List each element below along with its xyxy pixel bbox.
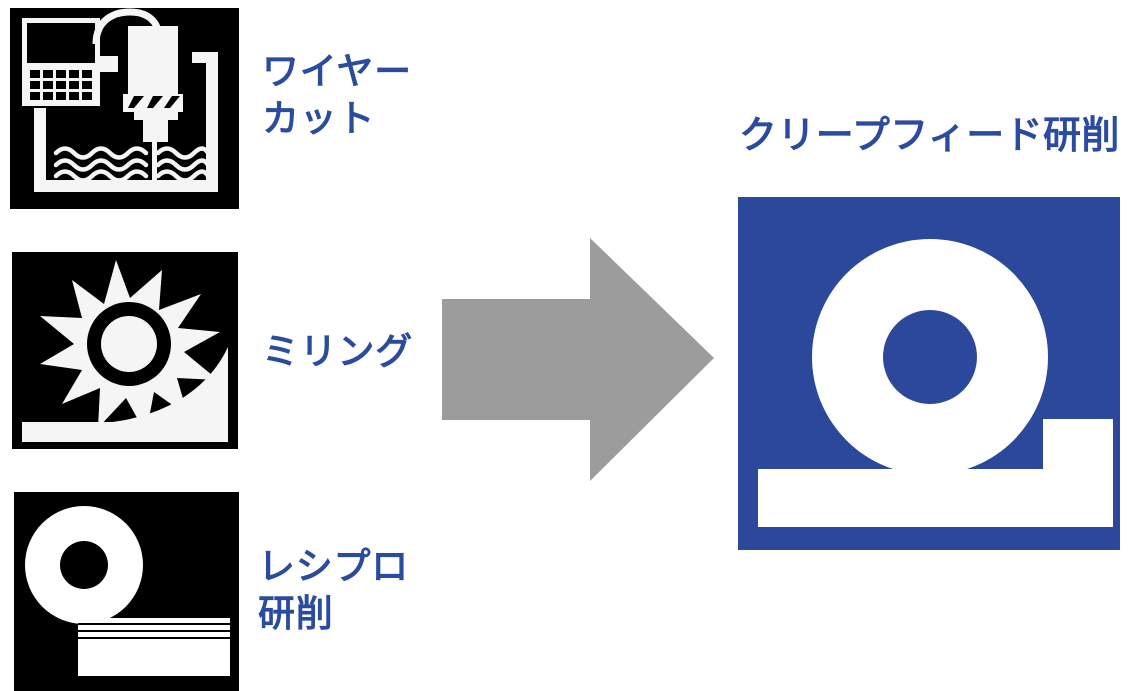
milling-label: ミリング xyxy=(262,330,413,373)
creep-feed-grinding-icon xyxy=(738,197,1120,550)
milling-icon-tile[interactable] xyxy=(12,252,238,449)
milling-cutter-icon xyxy=(12,252,238,449)
wire-cut-icon-tile[interactable] xyxy=(10,8,239,209)
wire-cut-label: ワイヤー カット xyxy=(262,50,412,141)
creep-feed-grinding-title: クリープフィード研削 xyxy=(739,113,1120,157)
wire-cut-edm-icon xyxy=(10,8,239,209)
process-flow-arrow xyxy=(442,238,714,481)
right-arrow-icon xyxy=(442,238,714,481)
reciprocating-grinding-label: レシプロ 研削 xyxy=(258,545,409,636)
reciprocating-grinding-icon xyxy=(14,492,239,691)
creep-feed-grinding-icon-tile[interactable] xyxy=(738,197,1120,550)
reciprocating-grinding-icon-tile[interactable] xyxy=(14,492,239,691)
